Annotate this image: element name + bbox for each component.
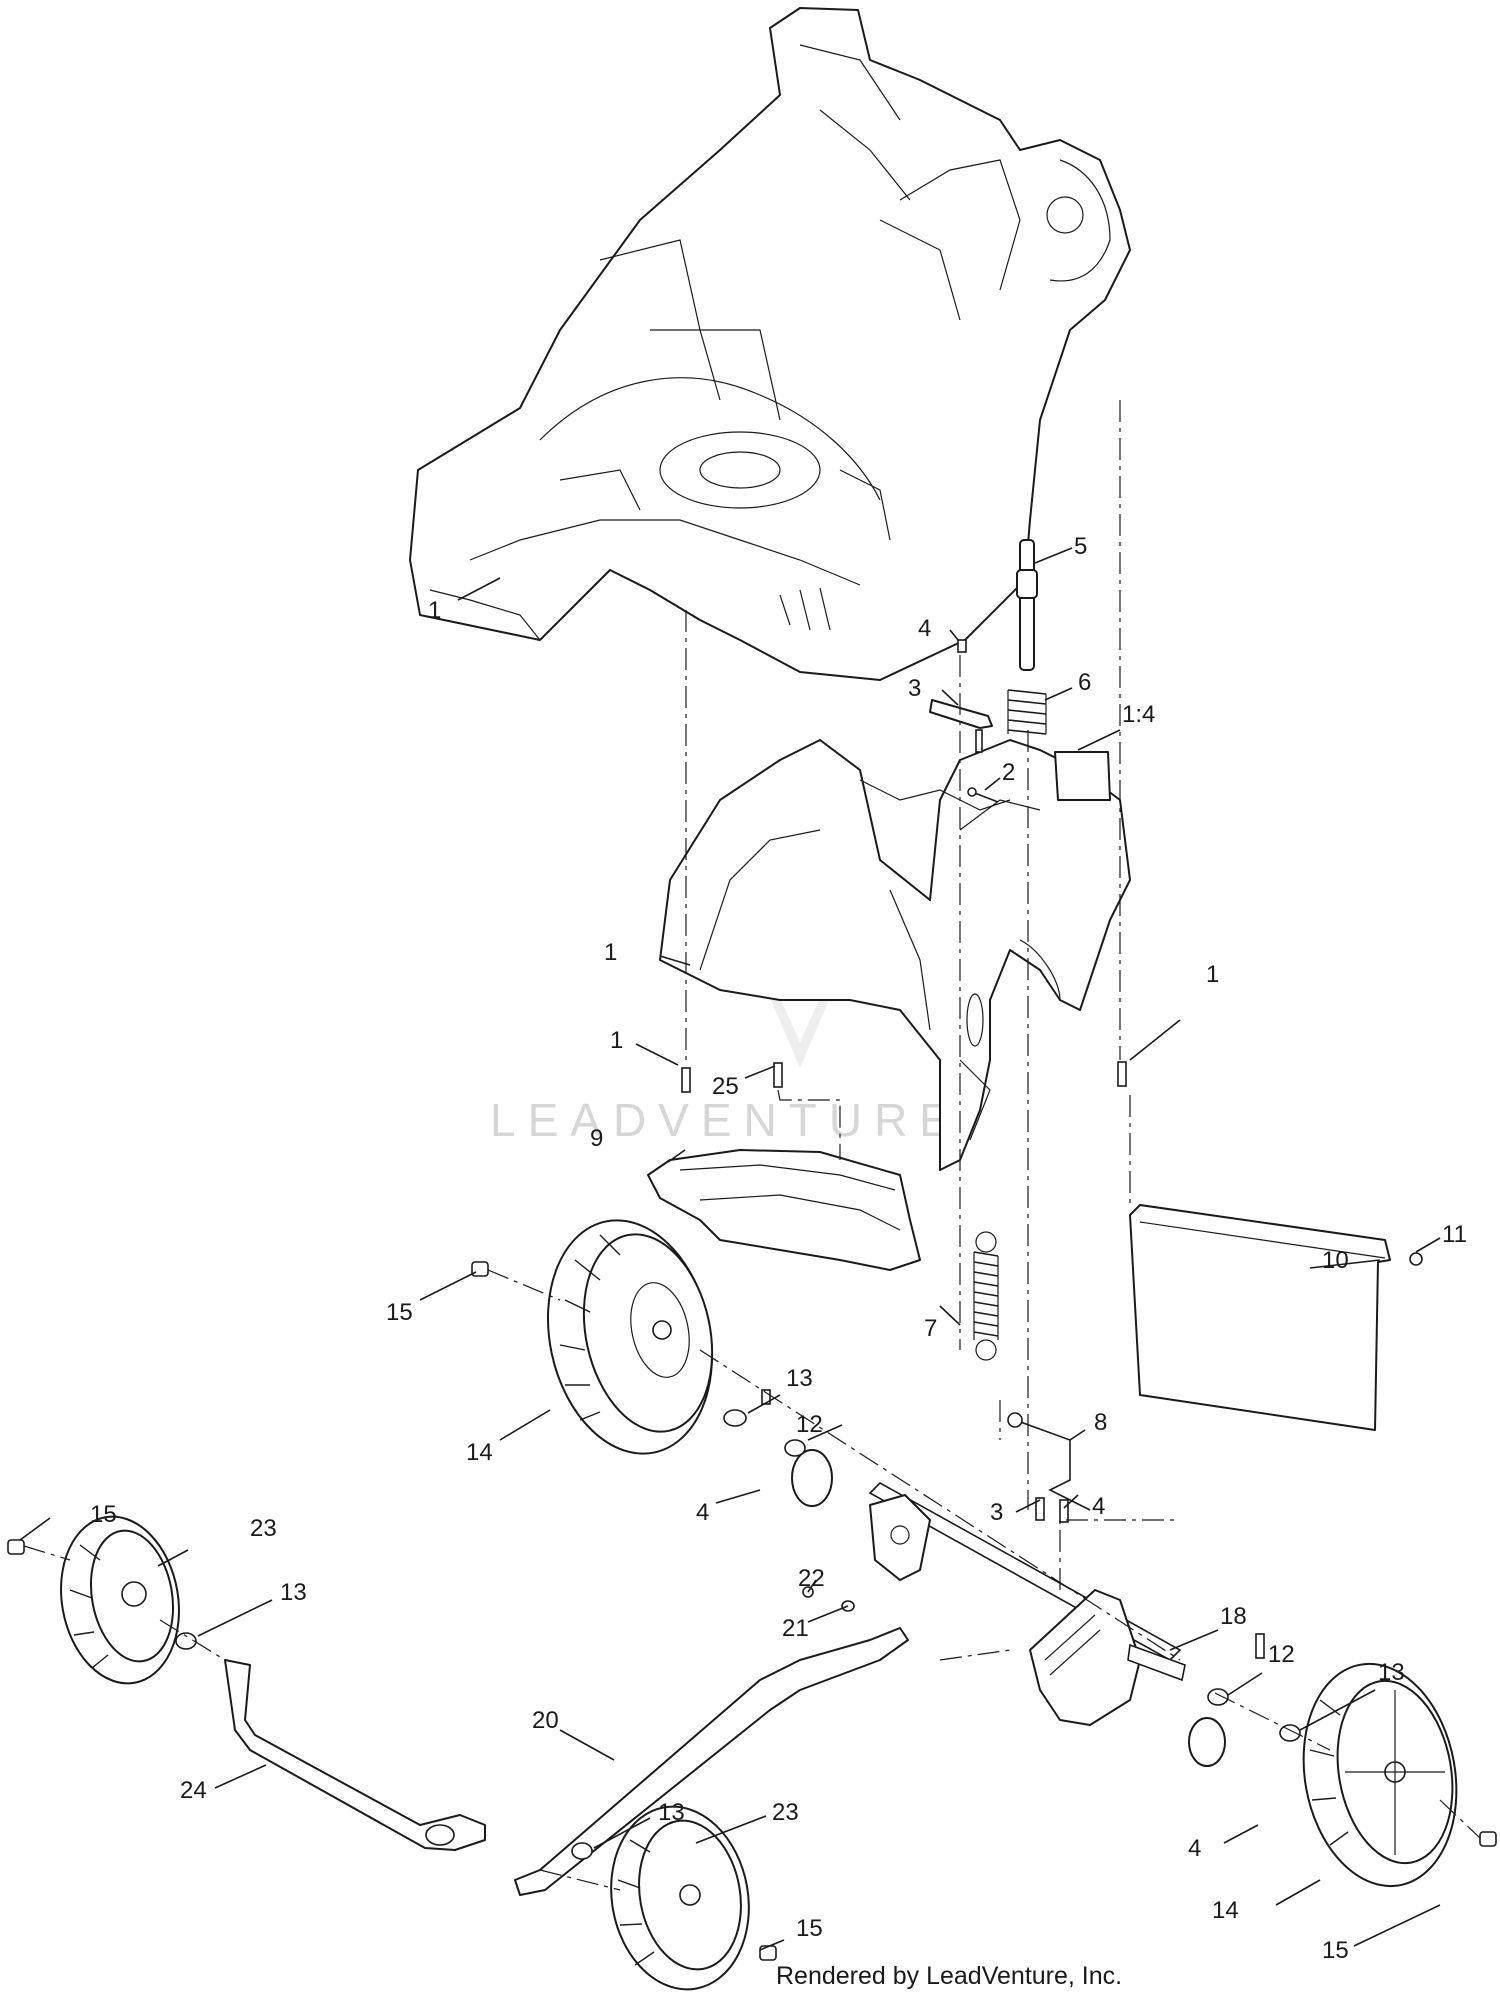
rendered-by-credit: Rendered by LeadVenture, Inc.	[776, 1962, 1123, 1990]
callout-13-front-bottom: 13	[658, 1799, 685, 1826]
leader-lines	[19, 547, 1441, 1951]
callout-15-front-left: 15	[90, 1501, 117, 1528]
callout-4-top: 4	[918, 615, 931, 642]
callout-10: 10	[1322, 1247, 1349, 1274]
callout-1-screw-left: 1	[610, 1027, 623, 1054]
assembly-lines	[23, 400, 1481, 1891]
rear-wheel-right	[1302, 1662, 1458, 1888]
pivot-plate	[1029, 1589, 1186, 1726]
callout-6: 6	[1078, 669, 1091, 696]
callout-7: 7	[924, 1315, 937, 1342]
front-axle	[224, 1659, 486, 1851]
compression-spring	[1007, 689, 1047, 735]
callout-9: 9	[590, 1125, 603, 1152]
height-adjust-pin	[1016, 539, 1038, 671]
front-wheel-bottom	[610, 1805, 750, 1991]
callout-1-baffle: 1	[604, 939, 617, 966]
mower-deck	[409, 7, 1131, 681]
callout-14-rear-right: 14	[1212, 1897, 1239, 1924]
callout-15-front-bottom: 15	[796, 1915, 823, 1942]
rear-axle	[868, 1482, 1182, 1661]
callout-18: 18	[1220, 1603, 1247, 1630]
screws	[681, 1061, 1265, 1659]
callout-15-rear-right: 15	[1322, 1937, 1349, 1964]
callout-20: 20	[532, 1707, 559, 1734]
callout-22: 22	[798, 1565, 825, 1592]
callout-23-bottom: 23	[772, 1799, 799, 1826]
callout-14-rear-left: 14	[466, 1439, 493, 1466]
pivot-pin	[967, 787, 999, 803]
chute-deflector	[647, 1149, 921, 1271]
callout-4-mid-right: 4	[1092, 1493, 1105, 1520]
callout-4-mid-left: 4	[696, 1499, 709, 1526]
watermark-text: LEADVENTURE	[490, 1094, 962, 1146]
callout-13-rear-left: 13	[786, 1365, 813, 1392]
callout-1-4-decal: 1:4	[1122, 701, 1155, 728]
callout-12-rear-right: 12	[1268, 1641, 1295, 1668]
extension-spring	[973, 1231, 999, 1361]
decal	[1054, 751, 1111, 801]
callout-24: 24	[180, 1777, 207, 1804]
callout-1-screw-right: 1	[1206, 961, 1219, 988]
rear-flap	[1129, 1204, 1423, 1431]
callout-12-rear-left: 12	[796, 1411, 823, 1438]
callout-8: 8	[1094, 1409, 1107, 1436]
rear-baffle	[659, 739, 1131, 1171]
callout-5: 5	[1074, 533, 1087, 560]
callout-3-mid: 3	[990, 1499, 1003, 1526]
callout-2: 2	[1002, 759, 1015, 786]
callout-1-deck: 1	[428, 597, 441, 624]
shoulder-bolts	[7, 1261, 1497, 1961]
callout-11: 11	[1442, 1221, 1467, 1248]
front-wheel-left	[60, 1515, 180, 1685]
callout-21: 21	[782, 1615, 809, 1642]
callout-15-rear-left: 15	[386, 1299, 413, 1326]
callout-13-front-left: 13	[280, 1579, 307, 1606]
callout-13-rear-right: 13	[1378, 1659, 1405, 1686]
callout-3-top: 3	[908, 675, 921, 702]
callouts: 1 1 1 1 25 9 5 4 3 6 2 1:4 10 11 15 7 13…	[90, 533, 1467, 1964]
callout-23-left: 23	[250, 1515, 277, 1542]
callout-25: 25	[712, 1073, 739, 1100]
washers	[175, 1409, 1301, 1860]
callout-4-bottom-right: 4	[1188, 1835, 1201, 1862]
rear-wheel-left	[546, 1219, 714, 1455]
height-adjuster-hub	[791, 1449, 1226, 1767]
height-bracket	[929, 639, 993, 753]
height-rod	[1007, 1412, 1091, 1511]
